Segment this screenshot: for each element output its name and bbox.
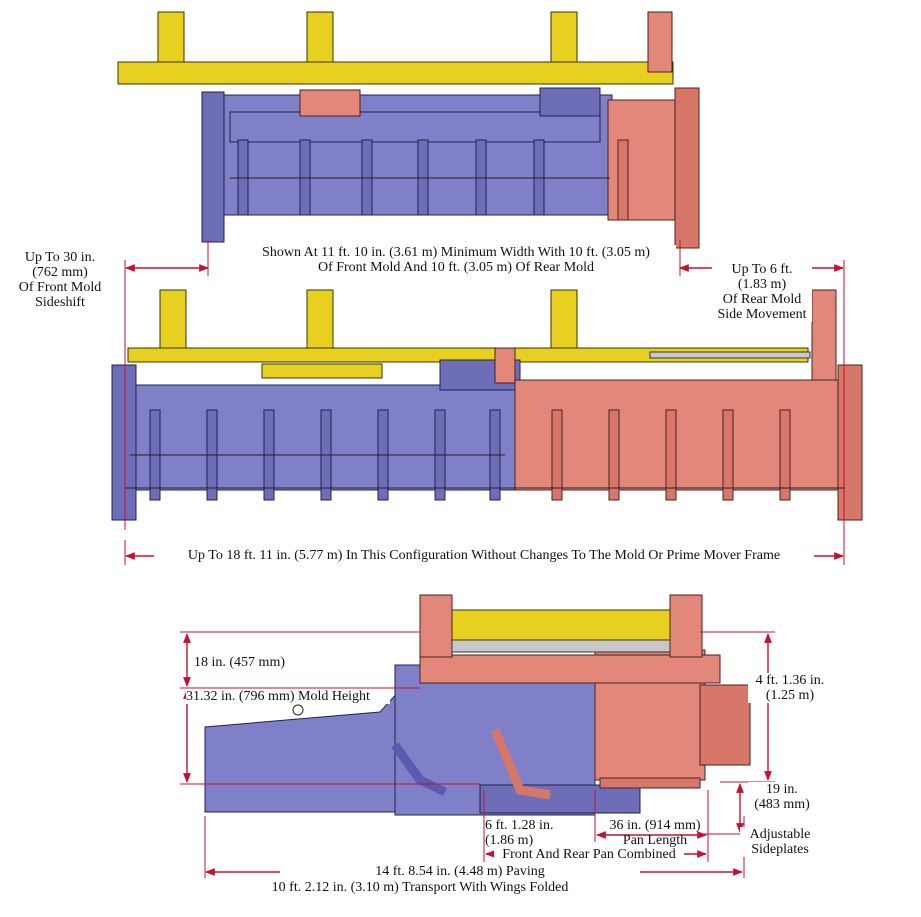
paving-width-label: 14 ft. 8.54 in. (4.48 m) Paving — [280, 864, 640, 879]
adjustable-sideplates-line1: Adjustable — [749, 827, 811, 842]
front-sideshift-label: Up To 30 in. (762 mm) Of Front Mold Side… — [10, 250, 110, 310]
pan-combined-label: 6 ft. 1.28 in. (1.86 m) — [485, 818, 575, 848]
transport-width-label: 10 ft. 2.12 in. (3.10 m) Transport With … — [271, 880, 569, 895]
front-sideshift-line3: Of Front Mold — [18, 280, 102, 295]
pan-combined-line2: (1.86 m) — [485, 833, 534, 848]
pan-combined-caption: Front And Rear Pan Combined — [494, 847, 684, 862]
sideplate-height-line1: 19 in. — [766, 782, 798, 797]
front-sideshift-line2: (762 mm) — [32, 265, 88, 280]
middle-view-machine — [111, 289, 863, 521]
pan-length-line2: Pan Length — [622, 833, 688, 848]
middle-beam-cylinders — [159, 289, 837, 381]
rear-movement-line1: Up To 6 ft. — [731, 262, 793, 277]
sideplate-height-line2: (483 mm) — [754, 797, 810, 812]
min-width-note-line1: Shown At 11 ft. 10 in. (3.61 m) Minimum … — [262, 245, 650, 260]
rear-movement-line4: Side Movement — [717, 307, 807, 322]
min-width-note: Shown At 11 ft. 10 in. (3.61 m) Minimum … — [236, 245, 676, 275]
side-view-machine — [204, 594, 751, 816]
overall-height-line1: 4 ft. 1.36 in. — [755, 673, 825, 688]
height-18-label: 18 in. (457 mm) — [194, 655, 304, 670]
front-sideshift-line1: Up To 30 in. — [24, 250, 96, 265]
rear-movement-line2: (1.83 m) — [737, 277, 787, 292]
pan-combined-line1: 6 ft. 1.28 in. — [485, 818, 554, 833]
overall-height-label: 4 ft. 1.36 in. (1.25 m) — [748, 673, 832, 703]
adjustable-sideplates-label: Adjustable Sideplates — [740, 827, 820, 857]
min-width-note-line2: Of Front Mold And 10 ft. (3.05 m) Of Rea… — [317, 260, 595, 275]
front-sideshift-line4: Sideshift — [35, 295, 85, 310]
rear-movement-line3: Of Rear Mold — [722, 292, 802, 307]
mold-height-label: 31.32 in. (796 mm) Mold Height — [186, 689, 390, 704]
top-beam-cylinders — [157, 11, 673, 73]
rear-movement-label: Up To 6 ft. (1.83 m) Of Rear Mold Side M… — [712, 262, 812, 322]
pan-length-label: 36 in. (914 mm) Pan Length — [600, 818, 710, 848]
sideplate-height-label: 19 in. (483 mm) — [748, 782, 816, 812]
max-width-note: Up To 18 ft. 11 in. (5.77 m) In This Con… — [154, 548, 814, 563]
adjustable-sideplates-line2: Sideplates — [751, 842, 809, 857]
top-view-machine — [117, 11, 700, 249]
overall-height-line2: (1.25 m) — [765, 688, 815, 703]
pan-length-line1: 36 in. (914 mm) — [609, 818, 701, 833]
